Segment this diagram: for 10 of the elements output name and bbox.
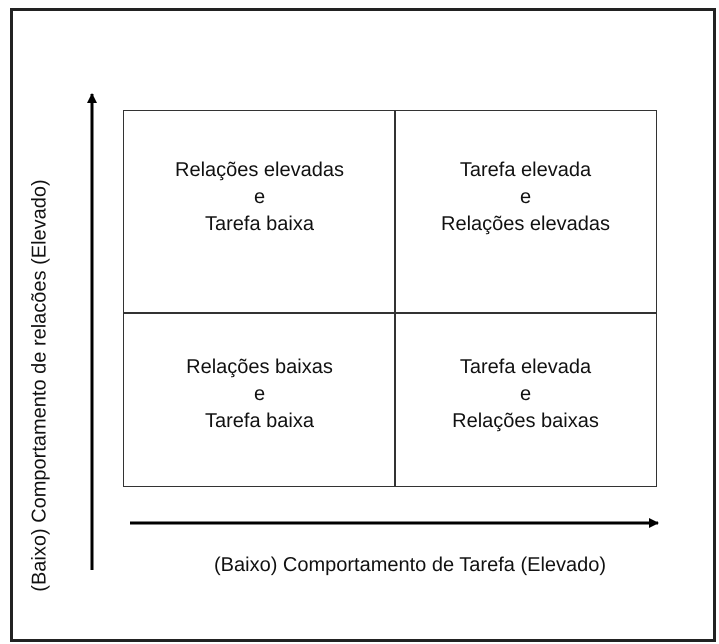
axis-label: (Baixo) Comportamento de Tarefa (Elevado) [214, 554, 606, 576]
axis-label: (Baixo) Comportamento de relacões (Elevado) [28, 178, 52, 592]
quadrant-cell [123, 312, 396, 487]
quadrant-text: Tarefa elevada e Relações baixas [452, 355, 599, 434]
quadrant-cell [394, 110, 657, 314]
quadrant-text: Relações baixas e Tarefa baixa [186, 355, 333, 434]
quadrant-cell [394, 312, 657, 487]
quadrant-text: Relações elevadas e Tarefa baixa [175, 158, 344, 236]
quadrant-text: Tarefa elevada e Relações elevadas [441, 158, 610, 236]
quadrant-cell [123, 110, 396, 314]
